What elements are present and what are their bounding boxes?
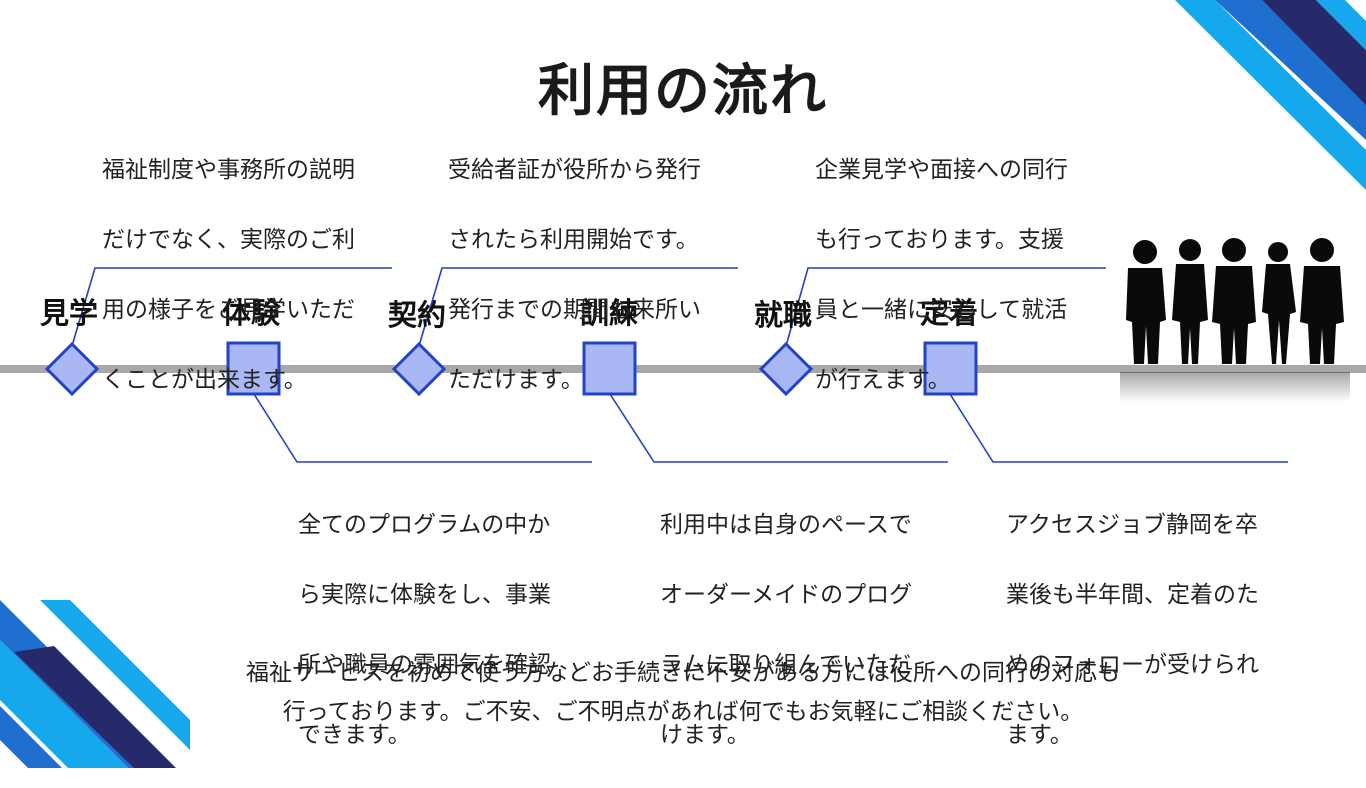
stage-marker-square bbox=[923, 341, 978, 396]
description-line: めのフォローが受けられ bbox=[1006, 652, 1259, 678]
description-line: が行えます。 bbox=[815, 367, 951, 393]
person-silhouette bbox=[1172, 239, 1208, 364]
description-kunren: 利用中は自身のペースで オーダーメイドのプログ ラムに取り組んでいただ けます。 bbox=[660, 473, 912, 788]
description-line: 発行までの期間も来所い bbox=[448, 297, 701, 323]
description-line: 受給者証が役所から発行 bbox=[448, 157, 701, 183]
top-right-stripes bbox=[1175, 0, 1366, 190]
stage-label-keiyaku: 契約 bbox=[388, 298, 447, 332]
connector-line bbox=[418, 267, 738, 347]
connector-line bbox=[609, 393, 948, 463]
description-line: されたら利用開始です。 bbox=[448, 227, 699, 253]
description-line: くことが出来ます。 bbox=[102, 367, 307, 393]
corner-decorations bbox=[0, 0, 1366, 768]
description-line: だけでなく、実際のご利 bbox=[102, 227, 355, 253]
description-line: ら実際に体験をし、事業 bbox=[298, 582, 551, 608]
description-line: オーダーメイドのプログ bbox=[660, 582, 913, 608]
description-line: 福祉制度や事務所の説明 bbox=[102, 157, 355, 183]
person-silhouette bbox=[1300, 238, 1344, 364]
description-teichaku: アクセスジョブ静岡を卒 業後も半年間、定着のた めのフォローが受けられ ます。 bbox=[1006, 473, 1259, 788]
stage-label-teichaku: 定着 bbox=[920, 296, 979, 330]
stage-label-taiken: 体験 bbox=[222, 296, 281, 330]
timeline-diagram bbox=[0, 267, 1366, 463]
description-line: 企業見学や面接への同行 bbox=[815, 157, 1068, 183]
description-line: も行っております。支援 bbox=[815, 227, 1064, 253]
silhouette-reflection bbox=[1120, 372, 1350, 402]
stage-marker-square bbox=[582, 341, 637, 396]
stage-marker-diamond bbox=[391, 341, 447, 397]
description-line: ます。 bbox=[1006, 722, 1073, 748]
connector-line bbox=[785, 267, 1106, 347]
description-line: アクセスジョブ静岡を卒 bbox=[1006, 512, 1258, 538]
description-line: ただけます。 bbox=[448, 367, 584, 393]
connector-line bbox=[949, 393, 1288, 463]
connector-line bbox=[253, 393, 592, 463]
description-shushoku: 企業見学や面接への同行 も行っております。支援 員と一緒に安心して就活 が行えま… bbox=[815, 118, 1068, 433]
description-line: 員と一緒に安心して就活 bbox=[815, 297, 1068, 323]
description-line: できます。 bbox=[298, 722, 411, 748]
page-title: 利用の流れ bbox=[538, 58, 828, 124]
stage-label-kunren: 訓練 bbox=[580, 296, 639, 330]
footer-note-line1: 福祉サービスを初めて使う方などお手続きに不安がある方には役所への同行の対応も bbox=[246, 660, 1120, 686]
description-line: 全てのプログラムの中か bbox=[298, 512, 551, 538]
person-silhouette bbox=[1262, 242, 1296, 364]
person-silhouette bbox=[1212, 238, 1256, 364]
description-kengaku: 福祉制度や事務所の説明 だけでなく、実際のご利 用の様子をご見学いただ くことが… bbox=[102, 118, 355, 433]
description-line: 利用中は自身のペースで bbox=[660, 512, 912, 538]
footer-note-line2: 行っております。ご不安、ご不明点があれば何でもお気軽にご相談ください。 bbox=[282, 699, 1084, 725]
stage-marker-diamond bbox=[44, 341, 100, 397]
stage-label-shushoku: 就職 bbox=[754, 298, 813, 332]
description-line: 所や職員の雰囲気を確認 bbox=[298, 652, 551, 678]
description-line: 用の様子をご見学いただ bbox=[102, 297, 355, 323]
stage-marker-square bbox=[226, 341, 281, 396]
description-taiken: 全てのプログラムの中か ら実際に体験をし、事業 所や職員の雰囲気を確認 できます… bbox=[298, 473, 551, 788]
stage-marker-diamond bbox=[758, 341, 814, 397]
bottom-left-stripes bbox=[0, 600, 190, 768]
people-silhouette-icon bbox=[1120, 238, 1350, 402]
description-line: けます。 bbox=[660, 722, 750, 748]
description-line: ラムに取り組んでいただ bbox=[660, 652, 912, 678]
description-keiyaku: 受給者証が役所から発行 されたら利用開始です。 発行までの期間も来所い ただけま… bbox=[448, 118, 701, 433]
timeline-bar bbox=[0, 365, 1366, 373]
connector-line bbox=[71, 267, 392, 347]
stage-label-kengaku: 見学 bbox=[40, 296, 99, 330]
description-line: 業後も半年間、定着のた bbox=[1006, 582, 1259, 608]
person-silhouette bbox=[1126, 240, 1166, 364]
